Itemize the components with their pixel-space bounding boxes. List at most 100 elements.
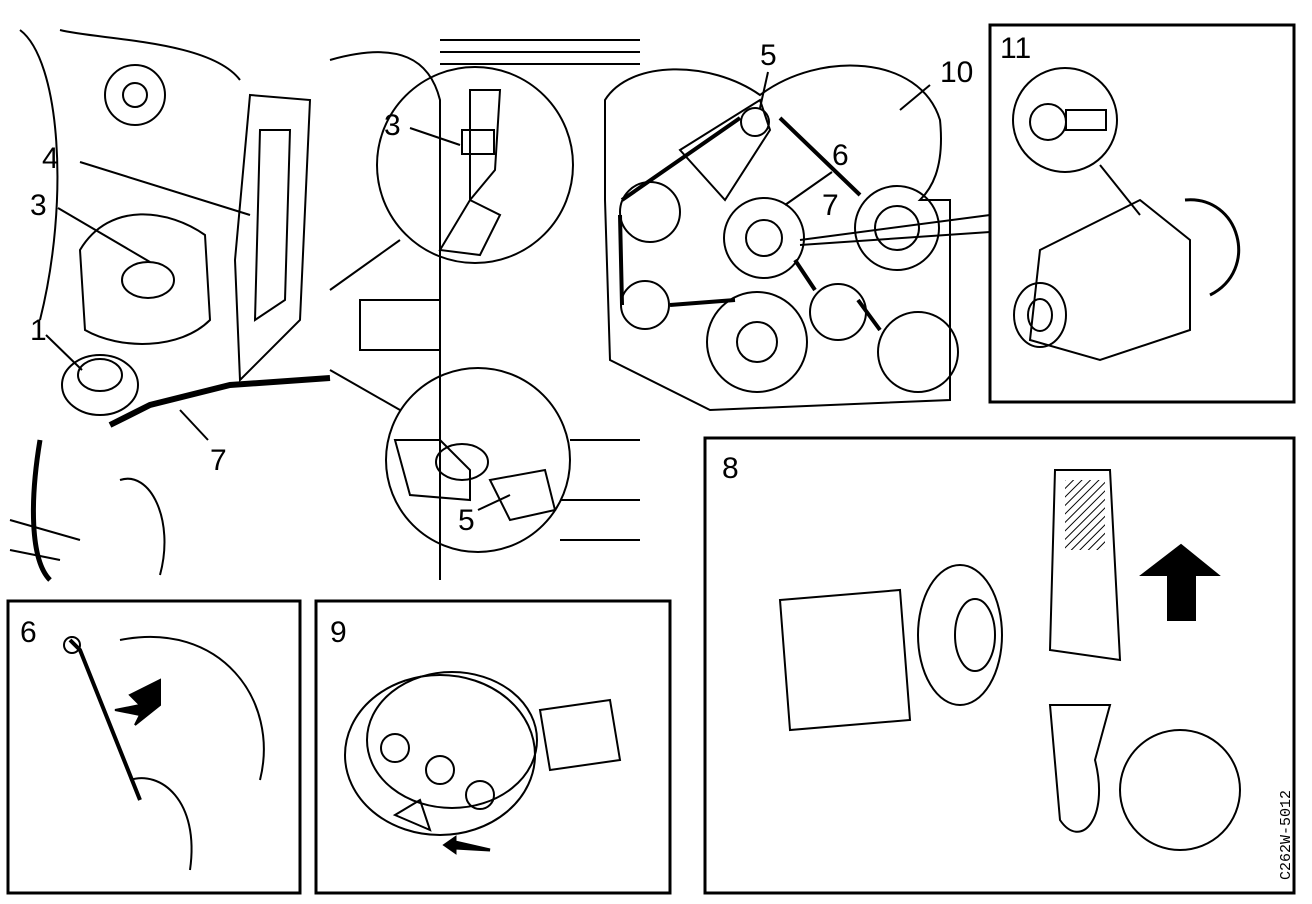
panel-6 — [6, 599, 302, 895]
tensioner-housing — [129, 777, 193, 871]
pulley-hole-2 — [425, 755, 455, 785]
leader-10 — [899, 84, 931, 111]
panel-6-frame — [6, 599, 302, 895]
engine-front-outline — [604, 64, 951, 412]
hose-connector-lower — [393, 439, 471, 502]
compressor-body — [778, 588, 912, 732]
leader-3-inset — [409, 127, 461, 146]
figure-code: C262W-5012 — [1278, 790, 1295, 880]
panel-11-number: 11 — [1000, 32, 1031, 65]
body-panel-outline — [19, 29, 241, 321]
callout-6-belt: 6 — [832, 139, 849, 172]
pulley-6 — [723, 197, 805, 279]
lower-pipe — [119, 477, 166, 576]
bolt-detail-circle — [1012, 67, 1118, 173]
compressor-pulley — [917, 564, 1003, 706]
leader-3 — [57, 207, 151, 263]
panel-9-frame — [314, 599, 672, 895]
callout-7-belt: 7 — [822, 189, 839, 222]
engine-block-edge — [329, 51, 441, 580]
tensioner-tool — [68, 638, 142, 801]
crank-pulley-hub — [736, 321, 778, 363]
panel-11 — [988, 23, 1296, 404]
pump-assembly — [1028, 198, 1191, 362]
left-arrow-icon — [442, 835, 491, 855]
callout-7-main: 7 — [210, 444, 227, 477]
callout-5-belt: 5 — [760, 39, 777, 72]
bolt-head — [1029, 103, 1067, 141]
union-fitting-lower — [488, 468, 557, 522]
bracket-rib — [253, 129, 292, 322]
belt-routing-diagram — [604, 64, 991, 412]
pulley-rim-9 — [366, 671, 538, 809]
panel-9-number: 9 — [330, 616, 347, 649]
panel-9 — [314, 599, 672, 895]
callout-4: 4 — [42, 142, 59, 175]
crank-pulley — [706, 291, 808, 393]
engine-detail-lower — [1119, 729, 1241, 851]
strut-center-bolt — [122, 82, 148, 108]
leader-to-panel-11a — [799, 214, 991, 241]
callout-5-inset: 5 — [458, 504, 475, 537]
air-duct-upper — [1048, 469, 1122, 662]
pulley-6-hub — [745, 219, 783, 257]
inset-circle-lower — [385, 367, 571, 553]
panel-8-frame — [703, 436, 1296, 895]
tensioner-pulley — [740, 107, 770, 137]
leader-6-belt — [784, 171, 833, 206]
clamp-lower — [435, 443, 489, 481]
panel-8-number: 8 — [722, 452, 739, 485]
mounting-bracket — [233, 93, 312, 383]
leader-4 — [79, 161, 251, 216]
callout-10: 10 — [940, 56, 973, 89]
pump-pulley-hub — [1027, 298, 1053, 332]
pump-pulley-face — [1013, 282, 1067, 348]
engine-lines-lower — [560, 439, 640, 541]
ac-compressor-pulley — [877, 311, 959, 393]
hose-fitting-upper — [469, 89, 502, 203]
callout-3-inset: 3 — [384, 109, 401, 142]
callout-leaders — [45, 71, 931, 511]
inset-circle-upper — [376, 66, 574, 264]
pulley-hole-3 — [465, 780, 495, 810]
leader-5-inset — [477, 494, 511, 511]
panel-8 — [703, 436, 1296, 895]
tool-handle-ring — [63, 636, 81, 654]
callout-3-main: 3 — [30, 189, 47, 222]
panel-6-number: 6 — [20, 616, 37, 649]
engine-outline-6 — [119, 635, 265, 781]
idler-pulley-center — [809, 283, 867, 341]
pressure-hose — [108, 375, 331, 428]
arrow-icon-panel-6 — [114, 678, 161, 726]
tensioner-arm — [678, 98, 772, 202]
idler-pulley-left — [619, 181, 681, 243]
callout-labels: 1 3 4 7 3 5 5 6 7 10 11 8 6 9 C262W-5012 — [20, 32, 1295, 880]
engine-bay-view — [9, 29, 640, 582]
left-bottom-lines — [9, 519, 81, 561]
leader-5-belt — [759, 71, 769, 109]
leader-to-upper-inset — [329, 239, 401, 291]
callout-1: 1 — [30, 314, 47, 347]
drive-belt — [618, 116, 882, 332]
pulley-hole-1 — [380, 733, 410, 763]
lower-detail-inset — [329, 367, 571, 553]
bolt-detail-leader — [1099, 164, 1141, 216]
strut-top-mount — [104, 64, 166, 126]
pump-body-9 — [538, 698, 622, 772]
upper-detail-inset — [329, 66, 574, 291]
return-line — [30, 439, 52, 582]
reservoir-cap — [121, 261, 175, 299]
leader-to-panel-11b — [799, 231, 991, 246]
leader-1 — [45, 334, 83, 371]
air-duct-lower — [1048, 704, 1112, 833]
pulley-upper-right — [854, 185, 940, 271]
harness-lines — [440, 39, 640, 65]
pump-cap — [77, 358, 123, 392]
up-arrow-icon — [1139, 543, 1221, 621]
duct-grille — [1065, 480, 1105, 550]
pump-housing — [61, 354, 139, 416]
pulley-upper-right-hub — [874, 205, 920, 251]
bolt-9 — [392, 798, 432, 832]
